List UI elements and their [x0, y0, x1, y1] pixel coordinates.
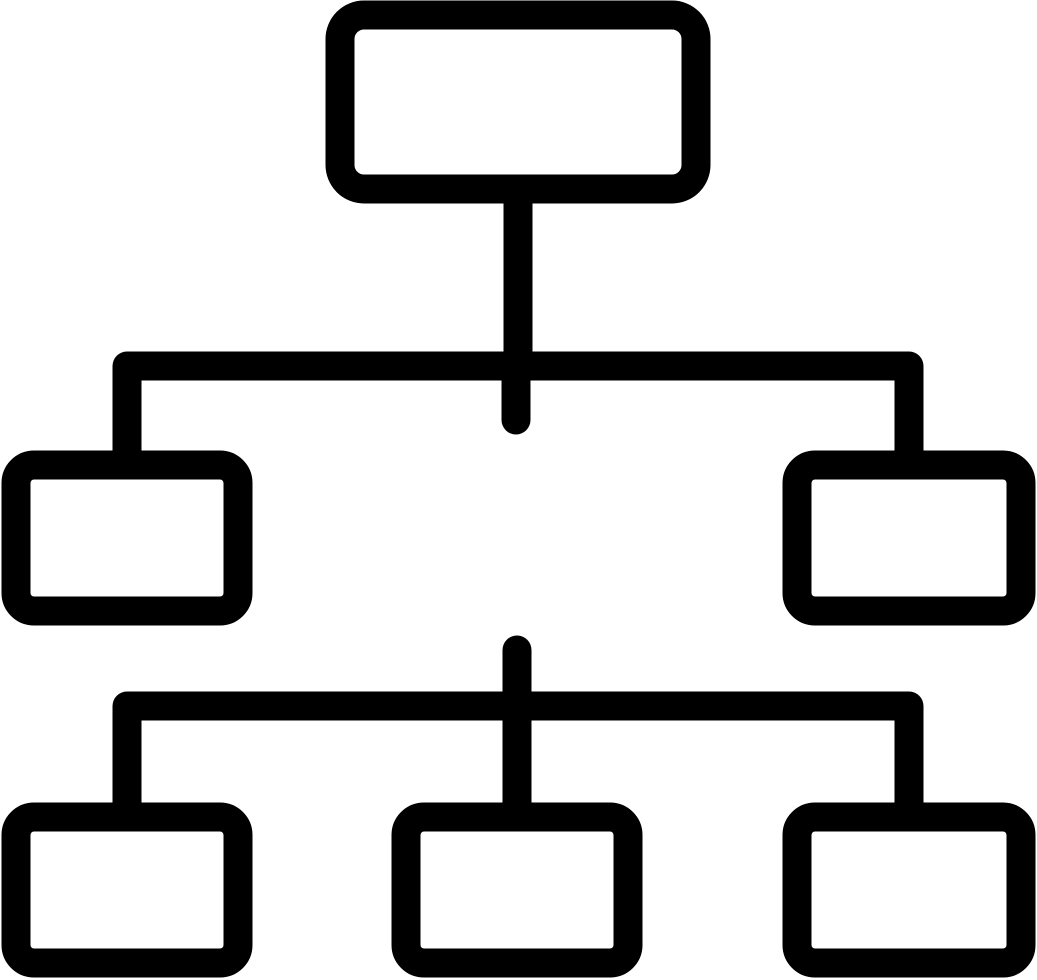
level3-center-node-box: [391, 802, 643, 978]
level-1-nodes: [325, 0, 711, 204]
connectors-level-1-to-2: [112, 181, 924, 467]
level2-left-node-box: [1, 450, 253, 626]
level3-left-node-box: [1, 802, 253, 978]
level-3-nodes: [1, 802, 1036, 978]
level-2-nodes: [1, 450, 1036, 626]
connectors-level-2-to-3: [112, 635, 924, 819]
root-node-box: [325, 0, 711, 204]
level3-right-node-box: [782, 802, 1036, 978]
level2-right-node-box: [782, 450, 1036, 626]
